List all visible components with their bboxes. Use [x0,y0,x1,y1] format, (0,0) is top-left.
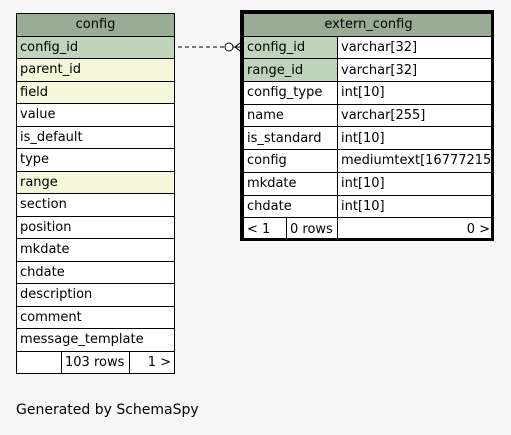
config-column-range[interactable]: range [16,170,175,194]
config-footer-rows: 103 rows [61,350,130,374]
config-column-is-default[interactable]: is_default [16,125,175,149]
config-footer-children[interactable]: 1 > [129,350,175,374]
extern-config-type-config-id: varchar[32] [337,35,491,60]
config-column-type[interactable]: type [16,148,175,172]
config-column-config-id[interactable]: config_id [16,35,175,59]
config-column-value[interactable]: value [16,103,175,127]
config-table: config config_id parent_id field value i… [16,13,175,374]
extern-config-type-range-id: varchar[32] [337,58,491,83]
extern-config-column-config[interactable]: config [243,149,338,173]
generated-by-caption: Generated by SchemaSpy [16,402,199,418]
zero-cardinality-circle [224,42,234,52]
extern-config-column-range-id[interactable]: range_id [243,58,338,83]
extern-config-footer-rows: 0 rows [286,217,338,238]
extern-config-type-config-type: int[10] [337,81,491,105]
crowfoot-upper [234,42,241,48]
extern-config-type-chdate: int[10] [337,194,491,219]
config-column-position[interactable]: position [16,215,175,239]
config-column-section[interactable]: section [16,193,175,217]
extern-config-type-config: mediumtext[16777215] [337,149,491,173]
config-column-message-template[interactable]: message_template [16,328,175,352]
extern-config-footer-parents[interactable]: < 1 [243,217,287,238]
extern-config-footer-children[interactable]: 0 > [337,217,491,238]
crowfoot-lower [234,46,241,52]
